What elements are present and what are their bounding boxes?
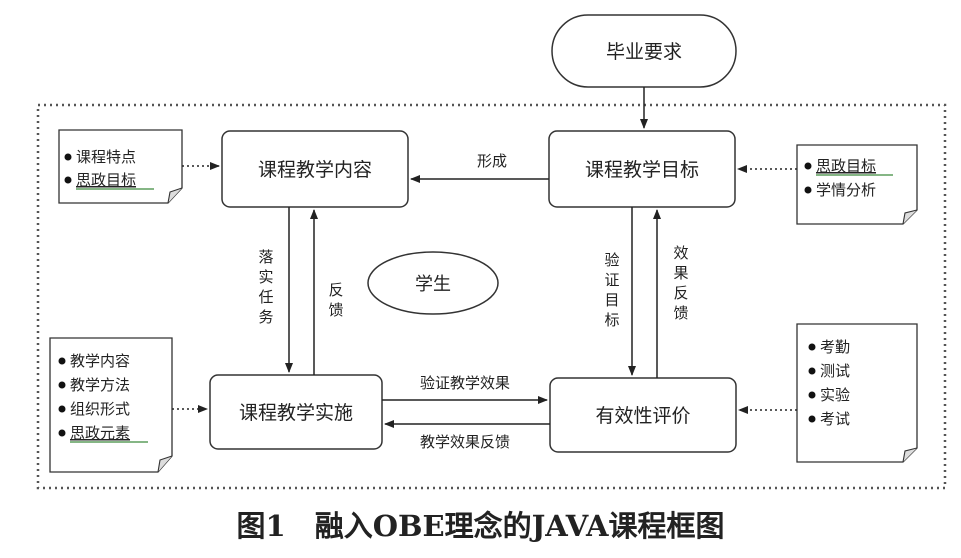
- note-bottom-left: 教学内容 教学方法 组织形式 思政元素: [49, 337, 173, 473]
- edge-feedback-char: 馈: [328, 301, 343, 319]
- note-item: 教学方法: [70, 376, 130, 394]
- edge-tasks-char: 落: [258, 248, 273, 266]
- evaluation-node: 有效性评价: [549, 377, 737, 453]
- graduation-node: 毕业要求: [551, 14, 737, 88]
- content-label: 课程教学内容: [258, 159, 372, 181]
- content-node: 课程教学内容: [221, 130, 409, 208]
- edge-form-label: 形成: [477, 152, 507, 170]
- note-item: 思政目标: [816, 157, 876, 175]
- goal-node: 课程教学目标: [548, 130, 736, 208]
- note-item: 测试: [820, 362, 850, 380]
- edge-tasks-char: 实: [258, 268, 273, 286]
- edge-tasks-char: 务: [258, 308, 273, 326]
- graduation-label: 毕业要求: [606, 41, 682, 63]
- note-item: 组织形式: [70, 400, 130, 418]
- note-top-left: 课程特点 思政目标: [58, 129, 183, 204]
- edge-tasks-char: 任: [258, 288, 273, 306]
- obe-diagram: 毕业要求 课程教学内容 课程教学目标 课程教学实施 有效性评价 学生 形成 落 …: [36, 14, 947, 490]
- edge-feedback-char: 反: [328, 281, 343, 299]
- outer-dotted-boundary: [36, 103, 947, 490]
- edge-verify-goal-char: 验: [604, 251, 619, 269]
- edge-verify-goal-label: 验 证 目 标: [604, 251, 619, 329]
- student-label: 学生: [415, 274, 451, 295]
- note-bottom-right: 考勤 测试 实验 考试: [796, 323, 918, 463]
- note-item: 思政元素: [70, 424, 130, 442]
- edge-verify-goal-char: 证: [604, 271, 619, 289]
- implement-label: 课程教学实施: [239, 402, 353, 424]
- edge-effect-feedback-char: 馈: [673, 304, 688, 322]
- edge-effect-feedback-char: 效: [673, 244, 688, 262]
- note-item: 实验: [820, 386, 850, 404]
- note-item: 考试: [820, 410, 850, 428]
- edge-verify-goal-char: 标: [604, 311, 619, 329]
- note-item: 课程特点: [76, 148, 136, 166]
- evaluation-label: 有效性评价: [595, 405, 690, 427]
- student-node: 学生: [367, 251, 499, 315]
- note-item: 教学内容: [70, 352, 130, 370]
- note-item: 考勤: [820, 338, 850, 356]
- edge-verify-goal-char: 目: [604, 291, 619, 309]
- edge-effect-feedback-label: 效 果 反 馈: [673, 244, 688, 322]
- edge-verify-effect-label: 验证教学效果: [420, 374, 510, 392]
- edge-effect-feedback-char: 反: [673, 284, 688, 302]
- implement-node: 课程教学实施: [209, 374, 383, 450]
- note-item: 思政目标: [76, 171, 136, 189]
- edge-tasks-label: 落 实 任 务: [258, 248, 273, 326]
- edge-effect-feedback-char: 果: [673, 264, 688, 282]
- edge-teaching-feedback-label: 教学效果反馈: [420, 433, 510, 451]
- figure-caption: 图1 融入OBE理念的JAVA课程框图: [236, 509, 725, 543]
- edge-feedback-label: 反 馈: [328, 281, 343, 319]
- note-item: 学情分析: [816, 181, 876, 199]
- note-top-right: 思政目标 学情分析: [796, 144, 918, 225]
- goal-label: 课程教学目标: [585, 159, 699, 181]
